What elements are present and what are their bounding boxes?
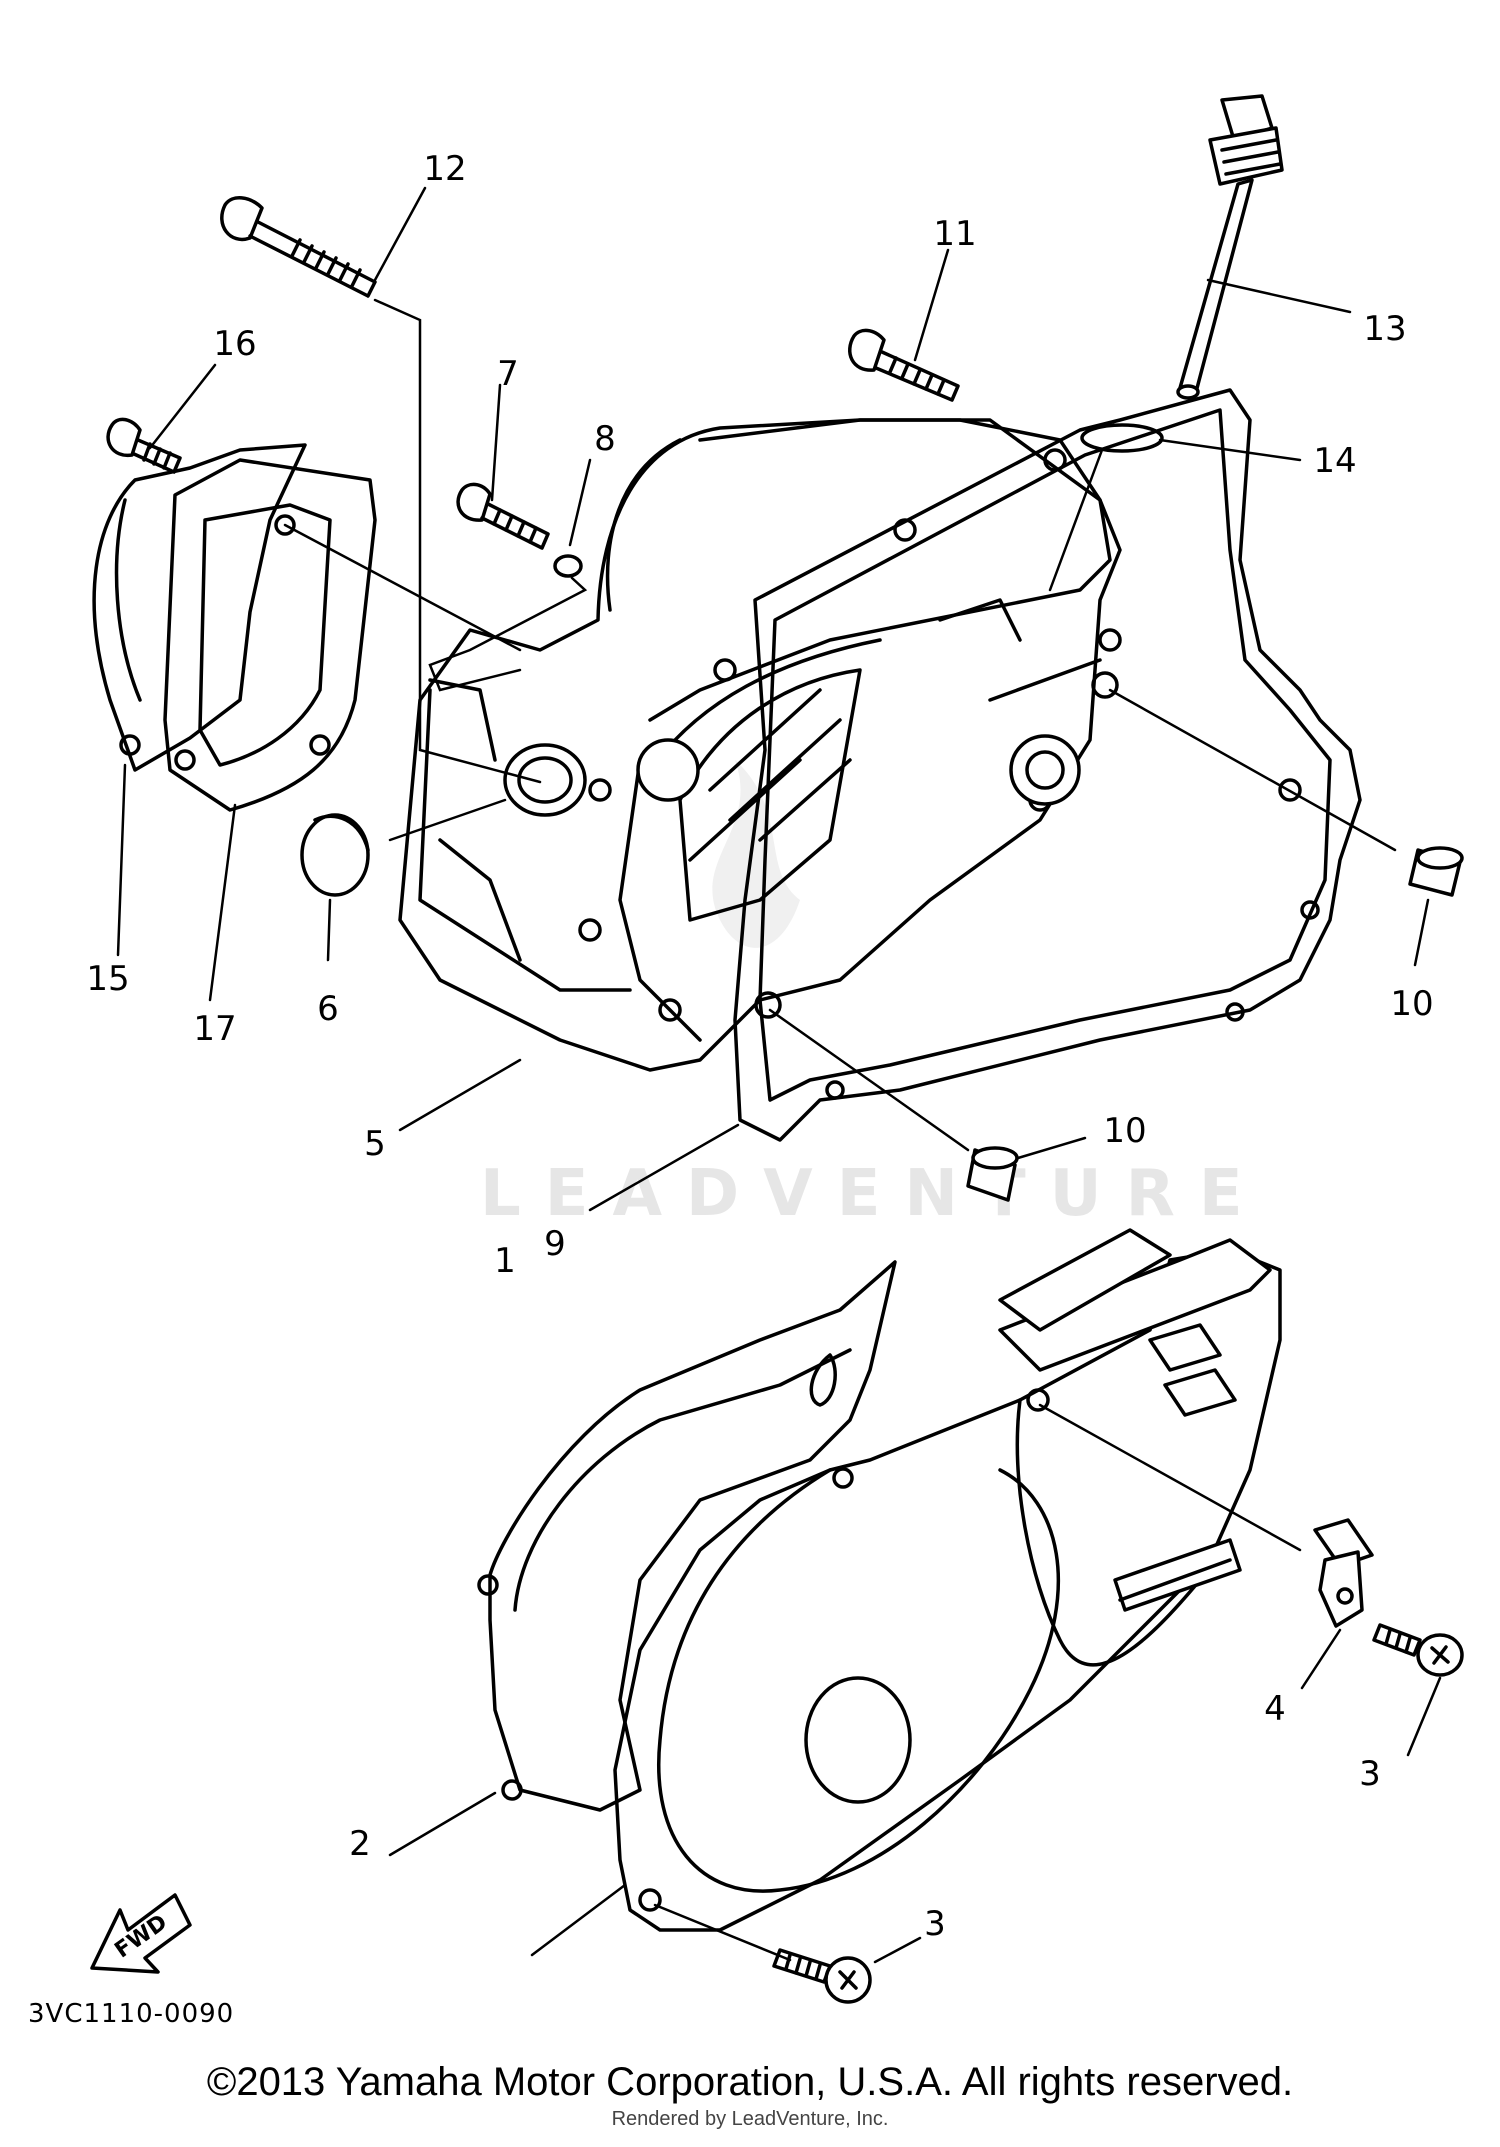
small-bolt-part [106,417,182,474]
clip-part [1313,1518,1374,1628]
part-label-10-upper: 10 [1390,984,1433,1024]
part-label-3-bottom: 3 [924,1904,946,1944]
part-label-4: 4 [1264,1689,1286,1729]
part-label-14: 14 [1313,441,1356,481]
dowel-pin-lower [966,1146,1019,1202]
part-label-10-lower: 10 [1103,1111,1146,1151]
part-label-12: 12 [423,149,466,189]
bolt-7-part [456,482,550,550]
side-cover-part [92,443,307,772]
part-label-15: 15 [86,959,129,999]
plug-cap-part [300,813,370,897]
part-label-9: 9 [544,1224,566,1264]
washer-part [553,554,583,578]
part-label-5: 5 [364,1124,386,1164]
side-cover-gasket-part [163,458,377,812]
part-label-17: 17 [193,1009,236,1049]
part-label-1: 1 [494,1241,516,1281]
screw-right-part [1372,1623,1464,1677]
part-label-13: 13 [1363,309,1406,349]
leader-lines [116,186,1442,1964]
watermark: LEADVENTURE [480,760,1267,1231]
screw-bottom-part [772,1948,872,2004]
rendered-by-notice: Rendered by LeadVenture, Inc. [611,2108,889,2130]
crankcase-gasket-part [733,388,1362,1142]
part-labels: 1 2 3 3 4 5 6 7 8 9 10 10 11 12 13 14 15… [86,149,1433,1944]
watermark-text: LEADVENTURE [480,1157,1267,1231]
outer-cover-part [613,1228,1282,1932]
bolt-11-part [848,328,960,402]
part-label-2: 2 [349,1824,371,1864]
part-label-8: 8 [594,419,616,459]
outer-cover-gasket-part [477,1260,897,1812]
copyright-notice: ©2013 Yamaha Motor Corporation, U.S.A. A… [206,2060,1294,2104]
dowel-pin-upper [1408,846,1464,897]
part-label-6: 6 [317,989,339,1029]
diagram-code: 3VC1110-0090 [28,1999,234,2029]
part-label-7: 7 [497,354,519,394]
long-bolt-part [220,196,377,298]
part-label-3-right: 3 [1359,1754,1381,1794]
part-label-11: 11 [933,214,976,254]
dipstick-part [1176,94,1284,400]
fwd-arrow-icon: FWD [90,1893,192,1974]
o-ring-part [1080,423,1164,453]
part-label-16: 16 [213,324,256,364]
